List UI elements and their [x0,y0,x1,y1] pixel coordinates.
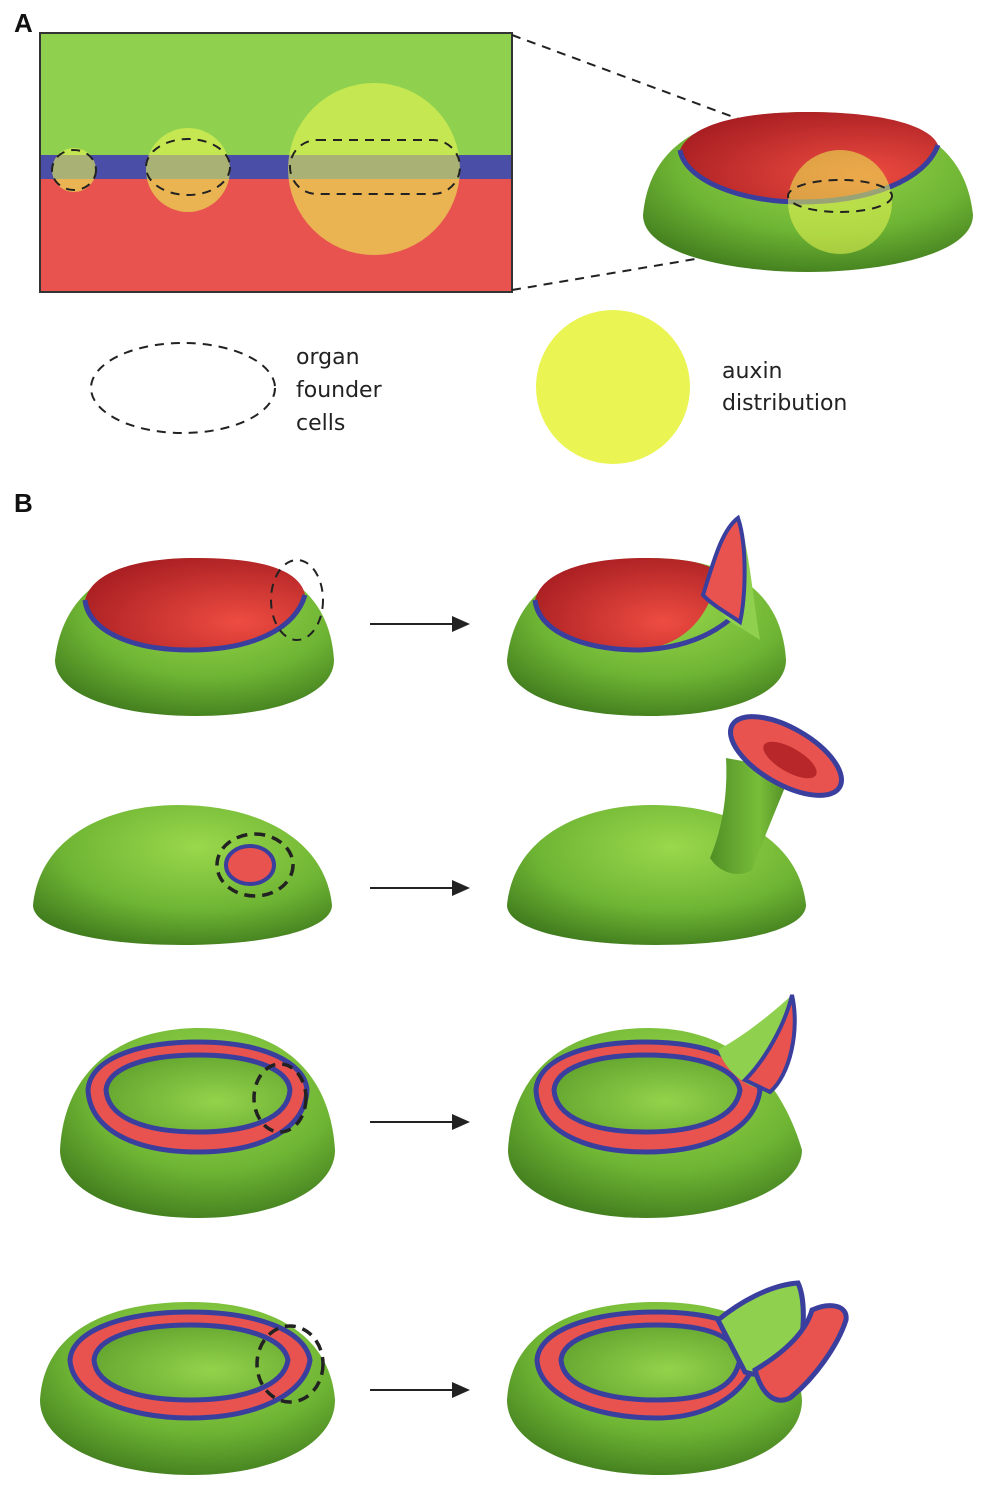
row2-arrow-head [452,880,470,896]
row3-organ [741,994,797,1095]
row1-boundary-before [82,594,308,653]
row4-central-zone-after [558,1322,743,1403]
row3-central-zone-before [103,1052,293,1135]
row3-after [508,994,802,1218]
meristem-a [643,112,973,272]
row1-after [507,514,786,716]
panel-b-label: B [14,488,33,518]
legend-founder-line-1: organ [296,345,360,370]
row4-organ-lower [752,1303,849,1403]
row3-arrow [370,1114,470,1130]
row3-arrow-head [452,1114,470,1130]
legend-auxin-line-1: auxin [722,359,783,384]
row2-before [33,805,332,945]
row2-central-zone-before [224,844,276,886]
row4-central-zone-before [91,1322,291,1403]
legend-founder-line-3: cells [296,411,345,436]
row2-arrow [370,880,470,896]
founder-outline-a [787,179,893,213]
row2-trumpet-inner [763,741,817,779]
panel-a-label: A [14,8,33,38]
auxin-spot-a [788,150,892,254]
legend-auxin-line-2: distribution [722,391,847,416]
row2-dome-before [33,805,332,945]
row1-founder-outline [270,559,324,641]
row1-before [55,558,334,716]
row1-central-zone-after [535,558,718,650]
row3-before [60,1028,335,1218]
legend-auxin-symbol [536,310,690,464]
row4-arrow [370,1382,470,1398]
founder-outline-medium [145,138,231,196]
founder-outline-large [289,139,461,195]
row1-boundary-after [532,599,740,653]
row2-after [507,714,844,945]
row4-founder-outline [255,1324,325,1404]
auxin-circle-large [288,83,460,255]
legend-founder-line-2: founder [296,378,383,403]
row4-after [507,1280,849,1475]
row2-stalk [710,758,792,874]
row4-before [40,1302,335,1475]
legend-founder-symbol [90,342,276,434]
auxin-circle-medium [146,128,230,212]
row4-arrow-head [452,1382,470,1398]
zone-rectangle-border [39,32,513,293]
row1-arrow [370,616,470,632]
row1-organ [700,514,747,626]
row2-founder-outline [215,832,295,898]
zone-rectangle [39,32,513,293]
auxin-circle-small [52,148,96,192]
row3-founder-outline [252,1062,308,1134]
row1-central-zone-before [85,558,305,650]
founder-outline-small [51,149,97,191]
row1-arrow-head [452,616,470,632]
legend: organ founder cells auxin distribution [90,310,847,464]
row3-central-zone-after [551,1052,743,1135]
